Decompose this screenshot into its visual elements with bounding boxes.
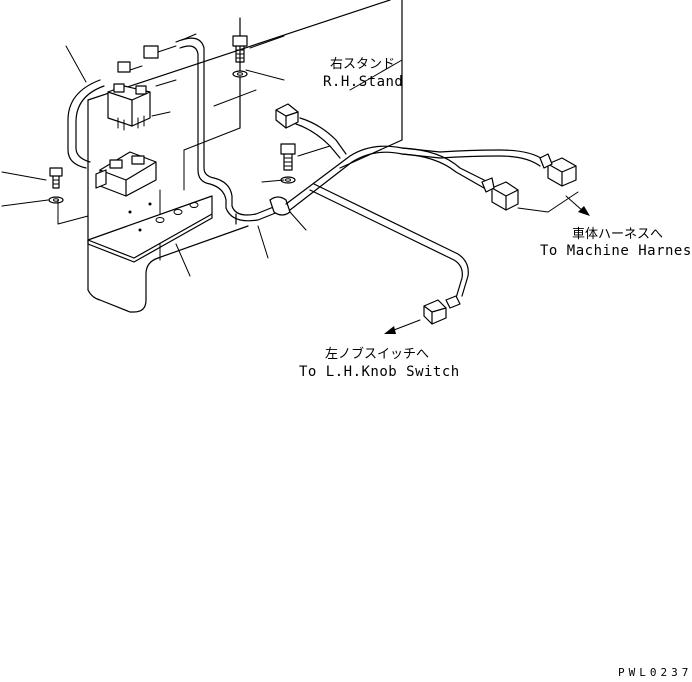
connector-machine-a	[539, 153, 577, 187]
label-machine-harness-jp: 車体ハーネスへ	[572, 227, 663, 242]
leader-lines	[1, 33, 590, 334]
bolt-right	[280, 143, 296, 184]
bolt-left	[48, 167, 64, 204]
drawing-code: PWL0237	[618, 666, 692, 679]
label-lh-knob-jp: 左ノブスイッチへ	[325, 346, 429, 362]
connector-lh-knob	[423, 295, 461, 325]
relay-lower	[95, 151, 157, 197]
wiring-harness	[67, 37, 545, 299]
label-rh-stand-en: R.H.Stand	[323, 74, 403, 90]
connector-rh-top	[275, 103, 299, 129]
connector-machine-b	[481, 177, 519, 211]
connector-top-left	[143, 45, 159, 59]
clamp	[269, 196, 291, 216]
connector-upper-left	[117, 61, 131, 73]
label-lh-knob-en: To L.H.Knob Switch	[299, 364, 460, 380]
mounting-plate	[87, 195, 213, 263]
label-rh-stand-jp: 右スタンド	[330, 57, 395, 72]
relay-upper	[107, 83, 151, 131]
label-machine-harness-en: To Machine Harness	[540, 243, 692, 259]
bolt-top	[232, 35, 248, 78]
